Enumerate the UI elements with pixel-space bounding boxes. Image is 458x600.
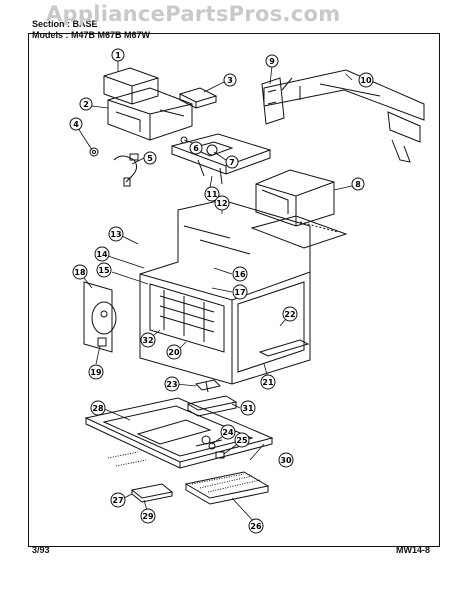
svg-text:6: 6 xyxy=(193,144,199,153)
svg-text:24: 24 xyxy=(222,428,234,437)
part-16-control-panel xyxy=(83,281,117,353)
svg-text:11: 11 xyxy=(206,190,218,199)
part-9-side-bracket xyxy=(261,77,285,125)
callout-26: 26 xyxy=(248,518,264,534)
models-label: Models : M47B M67B M67W xyxy=(32,30,151,40)
callout-3: 3 xyxy=(223,73,237,87)
part-11-plate xyxy=(170,133,272,185)
svg-text:17: 17 xyxy=(234,288,245,297)
callout-22: 22 xyxy=(282,306,298,322)
svg-text:32: 32 xyxy=(142,336,153,345)
svg-text:5: 5 xyxy=(147,154,153,163)
svg-text:25: 25 xyxy=(236,436,248,445)
callout-11: 11 xyxy=(204,186,220,202)
watermark: AppliancePartsPros.com xyxy=(46,2,341,26)
callout-18: 18 xyxy=(72,264,88,280)
callout-21: 21 xyxy=(260,374,276,390)
svg-text:26: 26 xyxy=(250,522,262,531)
part-23-switch xyxy=(195,379,221,393)
callout-23: 23 xyxy=(164,376,180,392)
svg-text:30: 30 xyxy=(280,456,292,465)
svg-text:27: 27 xyxy=(112,496,123,505)
part-30-base-plate xyxy=(84,397,274,469)
part-24-screw xyxy=(208,442,216,450)
svg-text:28: 28 xyxy=(92,404,104,413)
callout-12: 12 xyxy=(214,195,230,211)
callout-8: 8 xyxy=(351,177,365,191)
callout-25: 25 xyxy=(234,432,250,448)
svg-text:3: 3 xyxy=(227,76,233,85)
svg-text:20: 20 xyxy=(168,348,180,357)
svg-text:13: 13 xyxy=(110,230,121,239)
section-label: Section : BASE xyxy=(32,19,98,29)
part-5-wire-harness xyxy=(113,153,139,187)
callout-2: 2 xyxy=(79,97,93,111)
part-12-cavity xyxy=(139,199,311,385)
callout-31: 31 xyxy=(240,400,256,416)
part-10-rear-bracket xyxy=(263,69,425,163)
callout-14: 14 xyxy=(94,246,110,262)
svg-text:9: 9 xyxy=(269,57,275,66)
part-22-latch xyxy=(258,339,310,357)
part-29-vent xyxy=(107,451,147,467)
svg-text:15: 15 xyxy=(98,266,110,275)
part-1-bracket xyxy=(103,67,159,105)
callout-13: 13 xyxy=(108,226,124,242)
diagram-frame xyxy=(28,33,440,547)
part-25-clip xyxy=(215,451,225,459)
callout-17: 17 xyxy=(232,284,248,300)
svg-text:7: 7 xyxy=(229,158,235,167)
callout-24: 24 xyxy=(220,424,236,440)
svg-text:19: 19 xyxy=(90,368,102,377)
callout-19: 19 xyxy=(88,364,104,380)
svg-text:2: 2 xyxy=(83,100,89,109)
svg-text:31: 31 xyxy=(242,404,254,413)
svg-text:29: 29 xyxy=(142,512,154,521)
diagram-code: MW14-8 xyxy=(396,545,431,555)
callout-30: 30 xyxy=(278,452,294,468)
callout-9: 9 xyxy=(265,54,279,68)
part-26-filter xyxy=(184,471,270,505)
part-3-cover xyxy=(178,87,218,109)
svg-text:8: 8 xyxy=(355,180,361,189)
callout-7: 7 xyxy=(225,155,239,169)
svg-text:21: 21 xyxy=(262,378,274,387)
svg-text:23: 23 xyxy=(166,380,177,389)
svg-text:16: 16 xyxy=(234,270,246,279)
revision-date: 3/93 xyxy=(32,545,50,555)
callout-27: 27 xyxy=(110,492,126,508)
part-27-grille xyxy=(130,483,174,503)
svg-text:12: 12 xyxy=(216,199,227,208)
part-2-housing xyxy=(107,87,193,141)
svg-text:10: 10 xyxy=(360,76,372,85)
callout-28: 28 xyxy=(90,400,106,416)
callout-1: 1 xyxy=(111,48,125,62)
callout-4: 4 xyxy=(69,117,83,131)
svg-text:1: 1 xyxy=(115,51,121,60)
svg-text:22: 22 xyxy=(284,310,295,319)
part-8-duct xyxy=(250,169,348,249)
callout-5: 5 xyxy=(143,151,157,165)
part-6-nut xyxy=(180,136,188,144)
callout-markers: 1 2 3 4 5 6 7 8 9 10 11 12 13 14 15 16 1… xyxy=(69,48,374,534)
callout-20: 20 xyxy=(166,344,182,360)
callout-10: 10 xyxy=(358,72,374,88)
callout-32: 32 xyxy=(140,332,156,348)
callout-6: 6 xyxy=(189,141,203,155)
svg-text:4: 4 xyxy=(73,120,79,129)
callout-16: 16 xyxy=(232,266,248,282)
svg-text:18: 18 xyxy=(74,268,86,277)
part-4-fitting xyxy=(89,147,99,157)
svg-text:14: 14 xyxy=(96,250,108,259)
callout-15: 15 xyxy=(96,262,112,278)
callout-29: 29 xyxy=(140,508,156,524)
